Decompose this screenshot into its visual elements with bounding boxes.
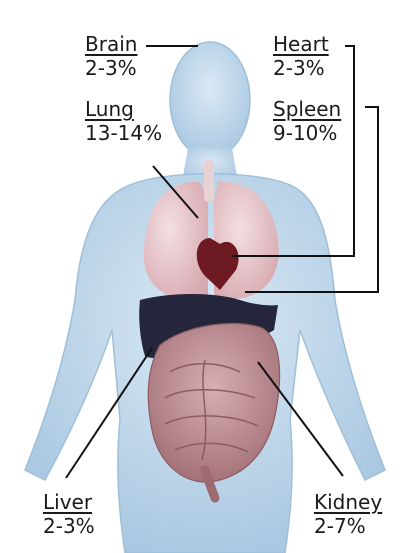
heart-label: Heart 2-3% xyxy=(273,32,329,80)
spleen-label: Spleen 9-10% xyxy=(273,97,341,145)
brain-value: 2-3% xyxy=(85,56,137,80)
heart-value: 2-3% xyxy=(273,56,329,80)
liver-name: Liver xyxy=(43,490,95,514)
kidney-name: Kidney xyxy=(314,490,382,514)
spleen-value: 9-10% xyxy=(273,121,341,145)
brain-label: Brain 2-3% xyxy=(85,32,137,80)
heart-name: Heart xyxy=(273,32,329,56)
lung-name: Lung xyxy=(85,97,162,121)
liver-value: 2-3% xyxy=(43,514,95,538)
brain-name: Brain xyxy=(85,32,137,56)
kidney-value: 2-7% xyxy=(314,514,382,538)
lung-value: 13-14% xyxy=(85,121,162,145)
spleen-name: Spleen xyxy=(273,97,341,121)
lung-label: Lung 13-14% xyxy=(85,97,162,145)
kidney-label: Kidney 2-7% xyxy=(314,490,382,538)
liver-label: Liver 2-3% xyxy=(43,490,95,538)
